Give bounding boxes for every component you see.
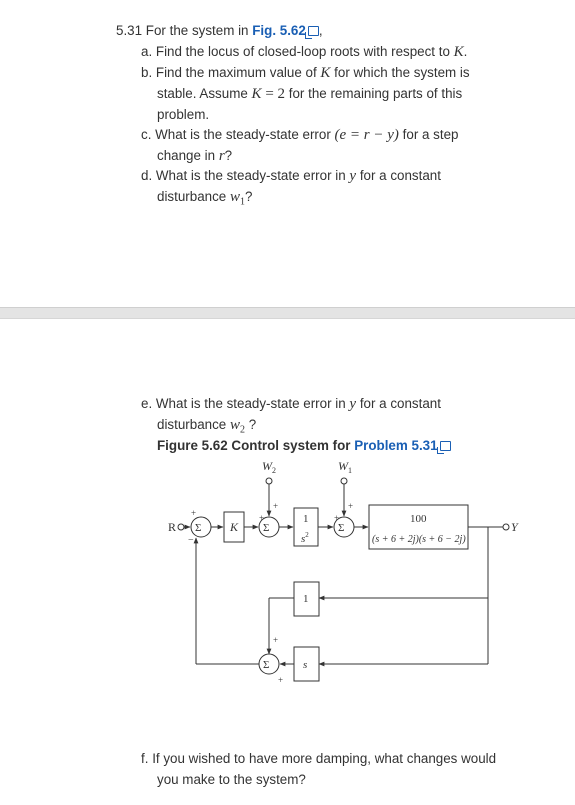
sign-plus: + <box>259 513 264 523</box>
part-text: Find the locus of closed-loop roots with… <box>155 44 450 59</box>
math-var: y <box>349 168 357 184</box>
part-b: b. Find the maximum value of K for which… <box>141 62 470 84</box>
problem-link[interactable]: Problem 5.31 <box>354 438 438 453</box>
part-e-line2: disturbance w2 ? <box>157 414 256 441</box>
math-sub: 1 <box>239 196 245 208</box>
part-label: c. <box>141 127 152 142</box>
r-label: R <box>168 520 176 534</box>
part-label: b. <box>141 65 153 80</box>
part-b-line3: problem. <box>157 107 210 122</box>
punctuation: . <box>463 44 468 59</box>
sigma-4: Σ <box>263 659 269 671</box>
page-divider <box>0 307 575 319</box>
part-text: for a constant <box>359 168 441 183</box>
part-text: What is the steady-state error <box>155 127 331 142</box>
integrator-den: s2 <box>301 531 309 545</box>
punctuation: ? <box>244 189 253 204</box>
part-f: f. If you wished to have more damping, w… <box>141 748 496 769</box>
part-label: d. <box>141 168 153 183</box>
sigma-3: Σ <box>338 522 344 534</box>
math-var: K <box>251 86 262 102</box>
plant-den: (s + 6 + 2j)(s + 6 − 2j) <box>372 534 466 545</box>
math-var: K <box>320 65 331 81</box>
part-text: Find the maximum value of <box>155 65 317 80</box>
sigma-2: Σ <box>263 522 269 534</box>
sign-plus: + <box>334 513 339 523</box>
math-eq: = 2 <box>261 86 286 102</box>
external-link-icon[interactable] <box>436 441 451 454</box>
math-var: K <box>453 44 464 60</box>
summing-junction-1 <box>190 516 212 538</box>
r-input-node <box>177 523 185 531</box>
math-eq: (e = r − y) <box>334 127 399 143</box>
math-var: r <box>218 148 225 164</box>
gain-block-k <box>223 511 245 543</box>
sign-plus: + <box>273 501 278 511</box>
feedback-gain-label: 1 <box>303 593 309 605</box>
integrator-num: 1 <box>303 513 309 525</box>
part-label: f. <box>141 751 149 766</box>
y-label: Y <box>511 520 519 534</box>
part-text: for the remaining parts of this <box>288 86 463 101</box>
punctuation: , <box>318 23 323 38</box>
part-text: disturbance <box>157 189 227 204</box>
part-f-line2: you make to the system? <box>157 772 306 787</box>
part-text: for which the system is <box>334 65 470 80</box>
part-label: a. <box>141 44 153 59</box>
problem-header: 5.31 For the system in Fig. 5.62, <box>116 20 323 41</box>
w2-input-node <box>265 477 273 485</box>
w2-label: W2 <box>262 459 276 475</box>
part-text: stable. Assume <box>157 86 248 101</box>
k-label: K <box>229 520 239 534</box>
part-text: change in <box>157 148 216 163</box>
plant-block <box>368 504 469 550</box>
problem-intro: For the system in <box>145 23 249 38</box>
sigma-1: Σ <box>195 522 201 534</box>
part-text: disturbance <box>157 417 227 432</box>
sign-plus: + <box>278 675 283 685</box>
part-c: c. What is the steady-state error (e = r… <box>141 124 458 146</box>
caption-text: Figure 5.62 Control system for <box>157 438 351 453</box>
part-e: e. What is the steady-state error in y f… <box>141 393 441 415</box>
math-var: y <box>349 396 357 412</box>
sign-plus: + <box>273 635 278 645</box>
part-text: What is the steady-state error in <box>155 396 346 411</box>
punctuation: ? <box>224 148 233 163</box>
sign-plus: + <box>191 508 196 518</box>
feedback-block-1 <box>293 581 320 617</box>
y-output-node <box>502 523 510 531</box>
summing-junction-4 <box>258 653 280 675</box>
w1-input-node <box>340 477 348 485</box>
summing-junction-3 <box>333 516 355 538</box>
sign-plus: + <box>348 501 353 511</box>
sign-minus: − <box>188 535 194 546</box>
part-text: If you wished to have more damping, what… <box>152 751 497 766</box>
plant-num: 100 <box>410 513 427 525</box>
part-d: d. What is the steady-state error in y f… <box>141 165 441 187</box>
external-link-icon[interactable] <box>304 26 319 39</box>
part-b-line2: stable. Assume K = 2 for the remaining p… <box>157 83 462 105</box>
part-d-line2: disturbance w1? <box>157 186 252 213</box>
part-text: for a step <box>402 127 459 142</box>
math-var: w <box>229 417 240 433</box>
derivative-label: s <box>303 659 307 671</box>
part-c-line2: change in r? <box>157 145 232 167</box>
integrator-block <box>293 507 319 547</box>
part-label: e. <box>141 396 153 411</box>
math-var: w <box>229 189 240 205</box>
punctuation: ? <box>244 417 257 432</box>
w1-label: W1 <box>338 459 352 475</box>
math-sub: 2 <box>239 424 245 436</box>
problem-number: 5.31 <box>116 23 143 38</box>
part-a: a. Find the locus of closed-loop roots w… <box>141 41 467 63</box>
part-text: for a constant <box>359 396 441 411</box>
summing-junction-2 <box>258 516 280 538</box>
figure-caption: Figure 5.62 Control system for Problem 5… <box>157 435 451 456</box>
part-text: What is the steady-state error in <box>155 168 346 183</box>
derivative-block-s <box>293 646 320 682</box>
figure-link[interactable]: Fig. 5.62 <box>252 23 306 38</box>
